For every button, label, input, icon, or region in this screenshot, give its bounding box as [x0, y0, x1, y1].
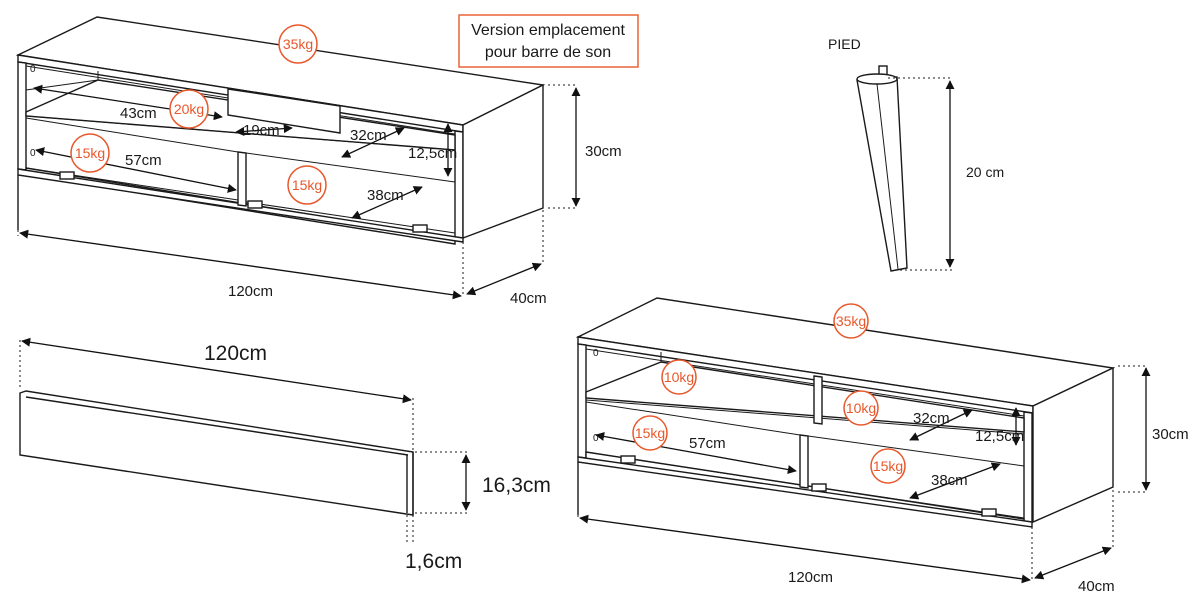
- front-panel-diagram: 120cm 16,3cm 1,6cm: [19, 337, 551, 573]
- width-label: 120cm: [788, 569, 833, 586]
- dim-19: 19cm: [243, 122, 280, 139]
- svg-text:35kg: 35kg: [836, 313, 866, 329]
- svg-text:20kg: 20kg: [174, 101, 204, 117]
- svg-text:0: 0: [593, 433, 599, 444]
- height-label: 30cm: [1152, 426, 1189, 443]
- svg-text:0: 0: [30, 64, 36, 75]
- weight-badge-shelf: 20kg: [169, 89, 209, 129]
- leg-diagram: PIED 20 cm: [828, 36, 1004, 272]
- leg-title: PIED: [828, 36, 861, 52]
- dim-43: 43cm: [120, 105, 157, 122]
- weight-badge-top: 35kg: [833, 303, 869, 339]
- dim-12-5: 12,5cm: [408, 145, 457, 162]
- weight-badge-right: 15kg: [870, 448, 906, 484]
- width-label: 120cm: [228, 283, 273, 300]
- svg-text:15kg: 15kg: [75, 145, 105, 161]
- svg-text:10kg: 10kg: [846, 400, 876, 416]
- dim-57: 57cm: [125, 152, 162, 169]
- panel-height: 16,3cm: [482, 474, 551, 497]
- svg-text:15kg: 15kg: [635, 425, 665, 441]
- panel-thickness: 1,6cm: [405, 550, 462, 573]
- svg-text:pour barre de son: pour barre de son: [485, 44, 611, 61]
- svg-text:15kg: 15kg: [873, 458, 903, 474]
- weight-badge-left: 15kg: [632, 415, 668, 451]
- weight-badge-right: 15kg: [287, 165, 327, 205]
- svg-text:0: 0: [593, 348, 599, 359]
- panel-width: 120cm: [204, 342, 267, 365]
- svg-text:15kg: 15kg: [292, 177, 322, 193]
- tv-unit-soundbar-version: 0 0 43cm 19cm 32cm 12,5cm 57cm 38cm 30cm…: [15, 16, 622, 307]
- dim-38: 38cm: [367, 187, 404, 204]
- dim-12-5: 12,5cm: [975, 428, 1024, 445]
- depth-label: 40cm: [1078, 578, 1115, 595]
- leg-height: 20 cm: [966, 164, 1004, 180]
- weight-badge-left: 15kg: [70, 133, 110, 173]
- dim-32: 32cm: [913, 410, 950, 427]
- dim-38: 38cm: [931, 472, 968, 489]
- depth-label: 40cm: [510, 290, 547, 307]
- weight-badge-shelf-left: 10kg: [661, 359, 697, 395]
- svg-text:0: 0: [30, 148, 36, 159]
- tv-unit-standard-version: 0 0 32cm 12,5cm 57cm 38cm 30cm 120cm 40c…: [575, 297, 1189, 595]
- height-label: 30cm: [585, 143, 622, 160]
- weight-badge-top: 35kg: [278, 24, 318, 64]
- svg-text:35kg: 35kg: [283, 36, 313, 52]
- weight-badge-shelf-right: 10kg: [843, 390, 879, 426]
- soundbar-version-note: Version emplacement pour barre de son: [458, 14, 639, 68]
- dim-57: 57cm: [689, 435, 726, 452]
- dim-32: 32cm: [350, 127, 387, 144]
- svg-text:Version emplacement: Version emplacement: [471, 22, 625, 39]
- svg-text:10kg: 10kg: [664, 369, 694, 385]
